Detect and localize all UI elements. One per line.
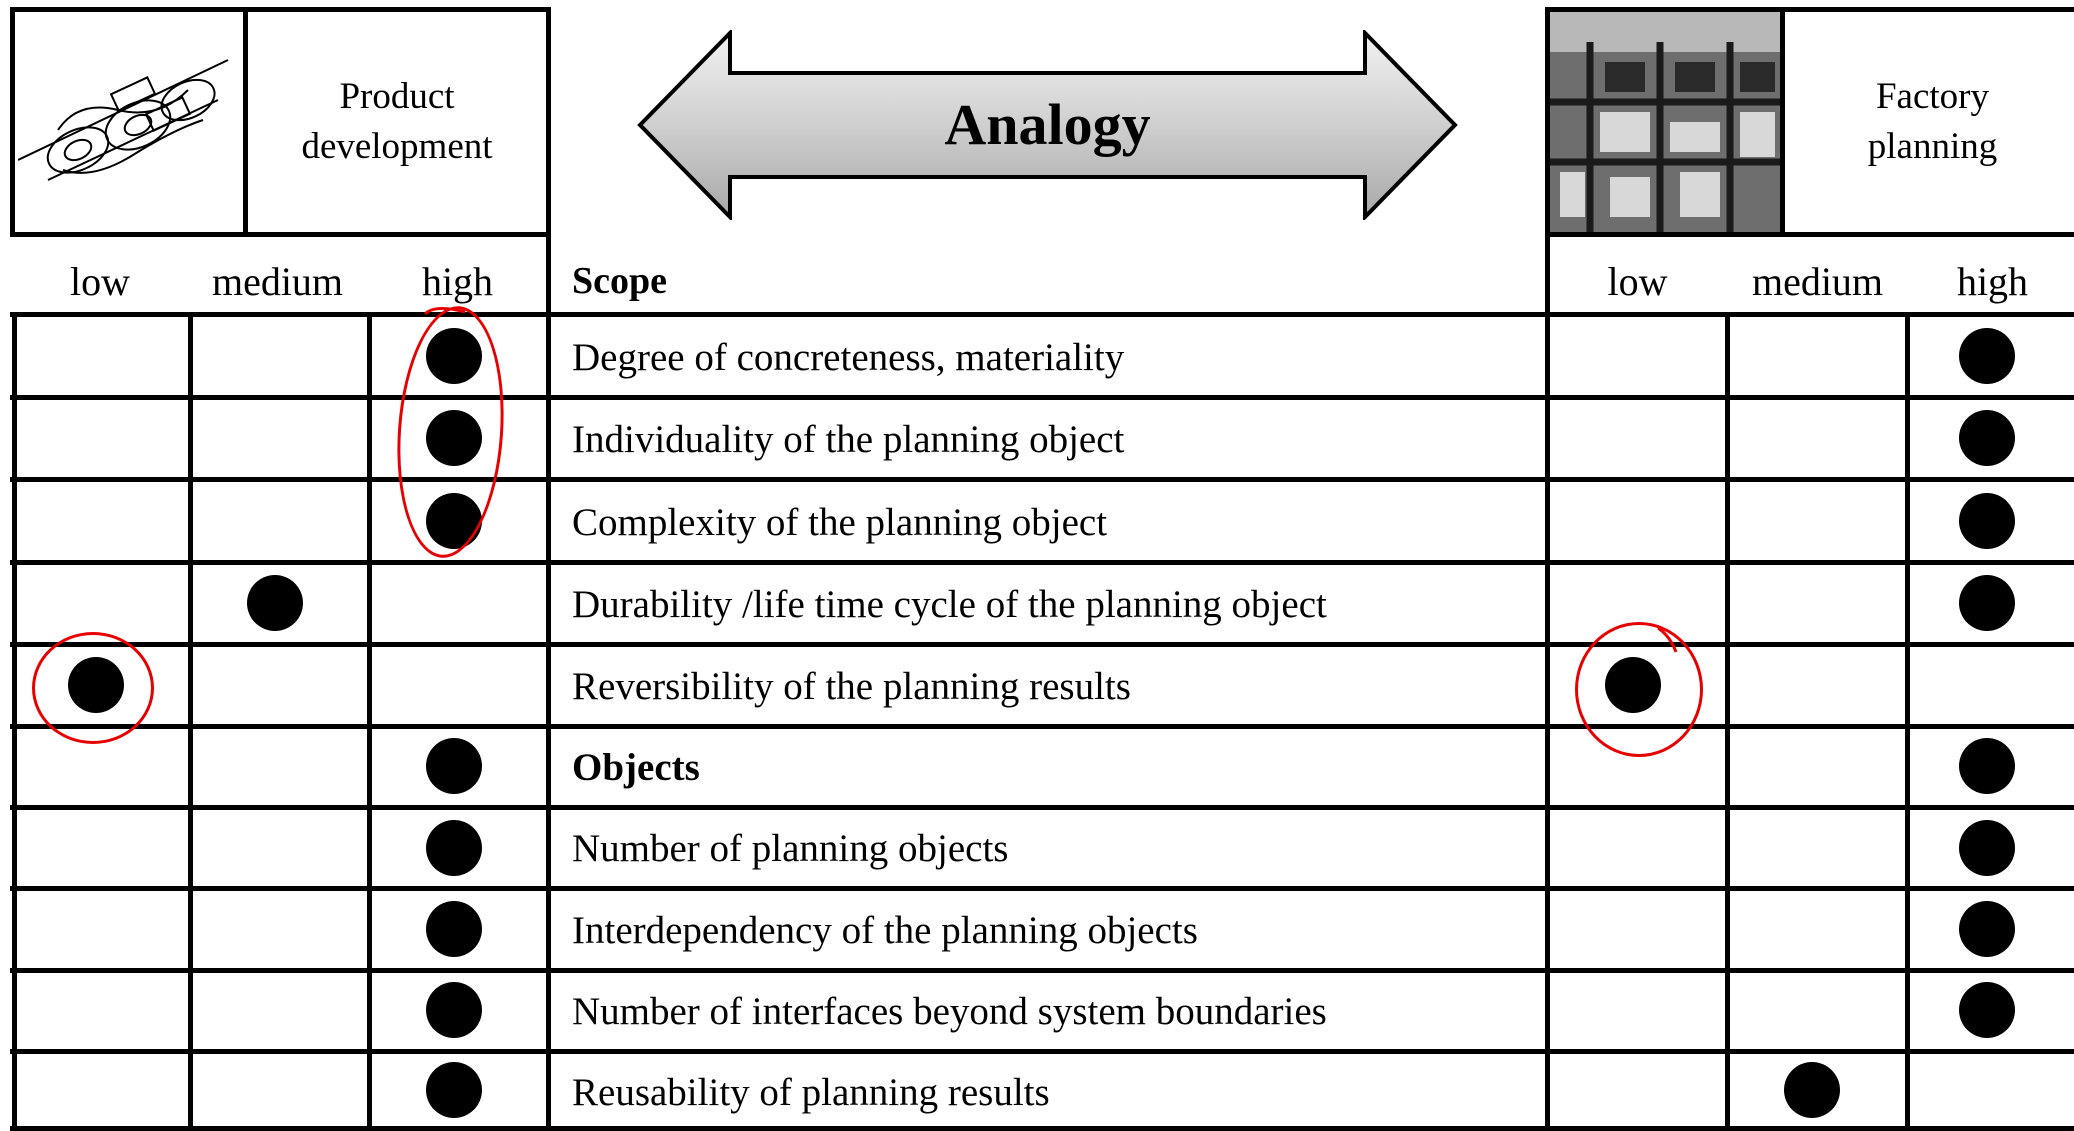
grid-hline (10, 1049, 2074, 1054)
right-col-medium: medium (1751, 259, 1884, 304)
row-label: Number of planning objects (572, 827, 1009, 870)
factory-header-divider (1780, 7, 1785, 237)
left-rating-dot-high (426, 901, 482, 957)
row-label: Individuality of the planning object (572, 418, 1125, 461)
row-label: Complexity of the planning object (572, 501, 1108, 544)
highlight-circle-right-low (1575, 622, 1703, 757)
left-rating-dot-high (426, 410, 482, 466)
chain-link-sketch-icon (18, 59, 229, 181)
grid-vline (12, 312, 17, 1131)
grid-vline (1545, 237, 1550, 1131)
row-label: Interdependency of the planning objects (572, 909, 1198, 952)
grid-hline (10, 642, 2074, 647)
grid-hline (10, 724, 2074, 729)
grid-hline (10, 968, 2074, 973)
grid-vline (1905, 312, 1910, 1131)
left-rating-dot-high (426, 1062, 482, 1118)
row-label: Degree of concreteness, materiality (572, 336, 1125, 379)
row-label: Durability /life time cycle of the plann… (572, 583, 1327, 626)
left-col-low: low (70, 259, 130, 304)
grid-hline (10, 312, 2074, 317)
grid-vline (546, 237, 551, 1131)
right-rating-dot-high (1959, 982, 2015, 1038)
right-rating-dot-high (1959, 410, 2015, 466)
left-rating-dot-high (426, 982, 482, 1038)
grid-hline (10, 886, 2074, 891)
grid-hline (10, 1126, 2074, 1131)
grid-vline (188, 312, 193, 1131)
left-col-medium: medium (211, 259, 344, 304)
scope-heading: Scope (572, 260, 667, 302)
row-label: Reversibility of the planning results (572, 665, 1131, 708)
right-rating-dot-high (1959, 493, 2015, 549)
right-rating-dot-high (1959, 328, 2015, 384)
factory-planning-title: Factory planning (1867, 76, 1998, 167)
product-header-divider (243, 7, 248, 237)
right-rating-dot-high (1959, 575, 2015, 631)
left-rating-dot-high (426, 738, 482, 794)
double-arrow-icon (637, 30, 1458, 220)
right-col-high: high (1956, 259, 2029, 304)
right-rating-dot-high (1959, 901, 2015, 957)
left-rating-dot-high (426, 328, 482, 384)
factory-hall-photo-icon (1550, 12, 1780, 232)
product-development-header (10, 7, 551, 237)
grid-vline (1725, 312, 1730, 1131)
objects-heading: Objects (572, 746, 700, 789)
left-rating-dot-high (426, 820, 482, 876)
grid-hline (10, 477, 2074, 482)
left-col-high: high (421, 259, 494, 304)
grid-hline (10, 395, 2074, 400)
product-development-title: Product development (301, 76, 493, 167)
highlight-circle-left-low (32, 632, 154, 744)
right-rating-dot-medium (1784, 1062, 1840, 1118)
grid-hline (10, 805, 2074, 810)
right-col-low: low (1607, 259, 1668, 304)
row-label: Number of interfaces beyond system bound… (572, 990, 1327, 1033)
left-rating-dot-high (426, 493, 482, 549)
left-rating-dot-medium (247, 575, 303, 631)
right-rating-dot-high (1959, 820, 2015, 876)
grid-hline (10, 560, 2074, 565)
grid-vline (367, 312, 372, 1131)
row-label: Reusability of planning results (572, 1071, 1050, 1114)
analogy-label: Analogy (944, 92, 1151, 157)
right-rating-dot-high (1959, 738, 2015, 794)
